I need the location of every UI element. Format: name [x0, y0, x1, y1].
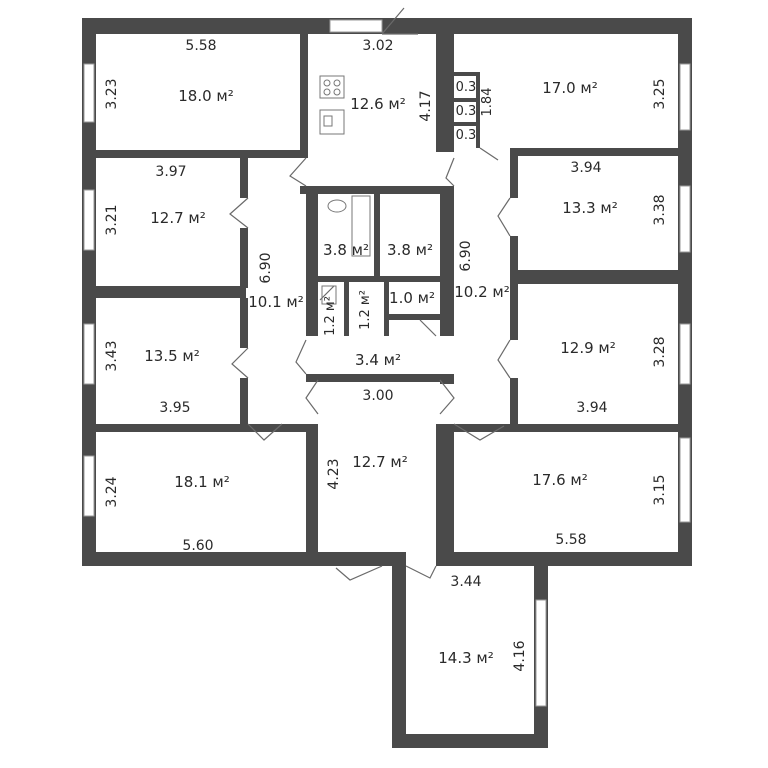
windows — [83, 19, 691, 707]
room8-area: 17.6 м² — [532, 471, 588, 489]
bath-area: 3.8 м² — [323, 241, 369, 259]
room7-width: 3.94 — [576, 400, 608, 416]
kitchen-area: 12.6 м² — [350, 95, 406, 113]
room4-height: 3.24 — [104, 476, 120, 508]
room2-area: 12.7 м² — [150, 209, 206, 227]
pantry-b: 0.3 — [455, 104, 477, 119]
room9-area: 14.3 м² — [438, 649, 494, 667]
room1-width: 5.58 — [185, 38, 217, 54]
corridor-right-length: 6.90 — [458, 240, 474, 272]
room7-area: 12.9 м² — [560, 339, 616, 357]
room4-area: 18.1 м² — [174, 473, 230, 491]
kitchen-height: 4.17 — [418, 90, 434, 122]
room1-height: 3.23 — [104, 78, 120, 110]
room2-width: 3.97 — [155, 164, 187, 180]
entry-area: 12.7 м² — [352, 453, 408, 471]
room8-width: 5.58 — [555, 532, 587, 548]
hall-area: 3.4 м² — [355, 351, 401, 369]
room9-width: 3.44 — [450, 574, 482, 590]
room7-height: 3.28 — [652, 336, 668, 368]
pantry-c: 0.3 — [455, 128, 477, 143]
room6-area: 13.3 м² — [562, 199, 618, 217]
room9-height: 4.16 — [512, 640, 528, 672]
room5-height: 3.25 — [652, 78, 668, 110]
room1-area: 18.0 м² — [178, 87, 234, 105]
room5-area: 17.0 м² — [542, 79, 598, 97]
corridor-left-area: 10.1 м² — [248, 293, 304, 311]
kitchen-width: 3.02 — [362, 38, 394, 54]
room4-width: 5.60 — [182, 538, 214, 554]
pantry-a: 0.3 — [455, 80, 477, 95]
corridor-right-area: 10.2 м² — [454, 283, 510, 301]
walls — [82, 18, 692, 748]
room8-height: 3.15 — [652, 474, 668, 506]
room6-width: 3.94 — [570, 160, 602, 176]
room3-area: 13.5 м² — [144, 347, 200, 365]
fixtures — [319, 75, 371, 305]
room3-height: 3.43 — [104, 340, 120, 372]
room6-height: 3.38 — [652, 194, 668, 226]
bath2-area: 3.8 м² — [387, 241, 433, 259]
wc2-area: 1.2 м² — [358, 290, 373, 330]
doors — [229, 7, 511, 581]
closet-area: 1.0 м² — [389, 289, 435, 307]
room3-width: 3.95 — [159, 400, 191, 416]
pantry-length: 1.84 — [480, 87, 495, 117]
entry-height: 4.23 — [326, 458, 342, 490]
hall-width: 3.00 — [362, 388, 394, 404]
room2-height: 3.21 — [104, 204, 120, 236]
wc1-area: 1.2 м² — [323, 296, 338, 336]
corridor-left-length: 6.90 — [258, 252, 274, 284]
